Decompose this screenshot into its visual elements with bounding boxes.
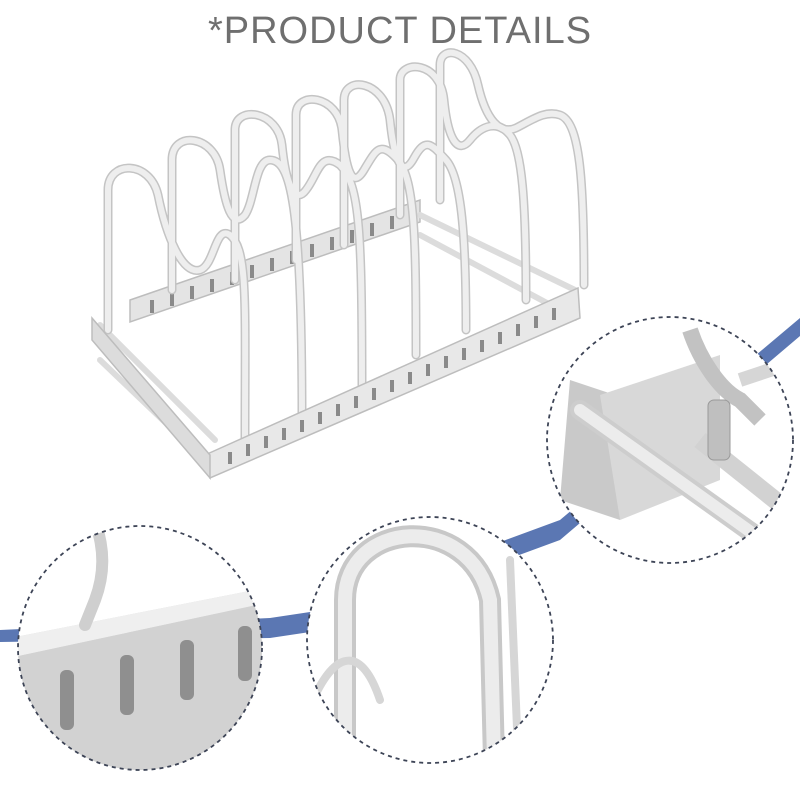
rack-illustration	[91, 48, 589, 481]
detail-circle-slots	[17, 525, 263, 771]
page-title: *PRODUCT DETAILS	[207, 10, 593, 52]
wire-dividers	[103, 48, 589, 445]
detail-circle-arch	[306, 516, 554, 764]
front-rail	[91, 286, 581, 481]
